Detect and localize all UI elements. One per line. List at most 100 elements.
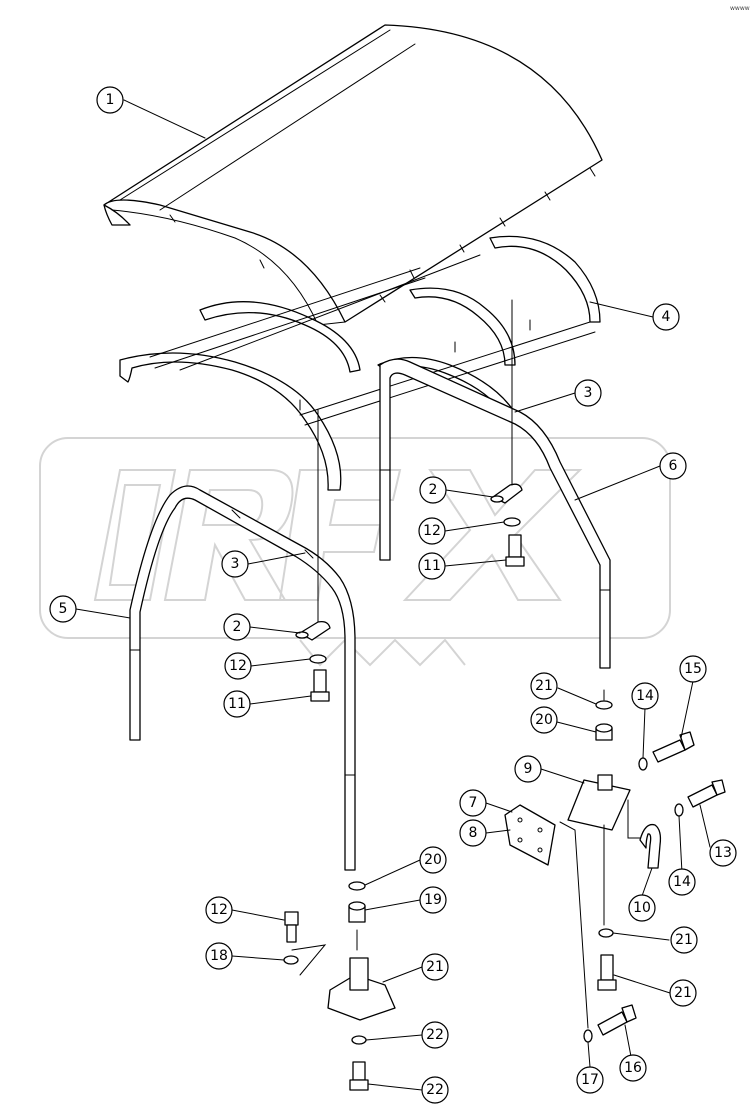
callout-21: 21: [670, 926, 698, 954]
callout-label: 11: [423, 558, 441, 574]
callout-label: 12: [210, 902, 228, 918]
callout-circle: [668, 868, 696, 896]
callout-label: 14: [673, 874, 691, 890]
callout-circle: [670, 926, 698, 954]
callout-15: 15: [679, 655, 707, 683]
callout-circle: [530, 672, 558, 700]
callout-12: 12: [224, 652, 252, 680]
callout-3: 3: [221, 550, 249, 578]
callout-label: 1: [106, 92, 115, 108]
callout-17: 17: [576, 1066, 604, 1094]
callout-label: 21: [426, 959, 444, 975]
callout-circle: [574, 379, 602, 407]
callout-label: 15: [684, 661, 702, 677]
callout-label: 21: [674, 985, 692, 1001]
callout-label: 9: [524, 761, 533, 777]
callout-circle: [709, 839, 737, 867]
callout-16: 16: [619, 1054, 647, 1082]
callout-circle: [514, 755, 542, 783]
callout-label: 3: [231, 556, 240, 572]
callout-label: 11: [228, 696, 246, 712]
callout-20: 20: [419, 846, 447, 874]
callout-circle: [619, 1054, 647, 1082]
callout-circle: [419, 846, 447, 874]
callout-14: 14: [631, 682, 659, 710]
callout-6: 6: [659, 452, 687, 480]
callout-2: 2: [223, 613, 251, 641]
callout-label: 21: [535, 678, 553, 694]
front-tube-frame: [129, 485, 356, 871]
callout-label: 12: [423, 523, 441, 539]
callout-label: 14: [636, 688, 654, 704]
callout-22: 22: [421, 1076, 449, 1104]
callout-20: 20: [530, 706, 558, 734]
callout-label: 5: [59, 601, 68, 617]
callout-label: 3: [584, 385, 593, 401]
callout-circle: [669, 979, 697, 1007]
callout-circle: [459, 819, 487, 847]
callout-circle: [419, 476, 447, 504]
callout-circle: [223, 690, 251, 718]
callout-label: 4: [662, 309, 671, 325]
callout-18: 18: [205, 942, 233, 970]
callout-circle: [459, 789, 487, 817]
callout-circle: [49, 595, 77, 623]
callout-14: 14: [668, 868, 696, 896]
callout-circle: [223, 613, 251, 641]
callout-circle: [421, 1076, 449, 1104]
callout-11: 11: [418, 552, 446, 580]
callout-label: 20: [535, 712, 553, 728]
callout-5: 5: [49, 595, 77, 623]
callout-label: 7: [469, 795, 478, 811]
callout-13: 13: [709, 839, 737, 867]
callout-10: 10: [628, 894, 656, 922]
callout-19: 19: [419, 886, 447, 914]
callout-circle: [628, 894, 656, 922]
callout-label: 16: [624, 1060, 642, 1076]
hardware: [283, 483, 726, 1091]
callout-circle: [421, 953, 449, 981]
callout-label: 13: [714, 845, 732, 861]
callout-8: 8: [459, 819, 487, 847]
callout-circle: [221, 550, 249, 578]
rear-tube-frame: [379, 358, 611, 669]
callout-label: 22: [426, 1082, 444, 1098]
callout-3: 3: [574, 379, 602, 407]
callout-circle: [576, 1066, 604, 1094]
canopy-roof: [103, 24, 603, 326]
callout-11: 11: [223, 690, 251, 718]
callout-label: 12: [229, 658, 247, 674]
corner-mark: wwww: [730, 5, 750, 12]
callout-label: 10: [633, 900, 651, 916]
callout-circle: [631, 682, 659, 710]
callout-label: 2: [233, 619, 242, 635]
callout-circle: [659, 452, 687, 480]
callout-label: 8: [469, 825, 478, 841]
callout-circle: [205, 942, 233, 970]
callout-label: 6: [669, 458, 678, 474]
callout-circle: [96, 86, 124, 114]
callout-21: 21: [669, 979, 697, 1007]
callout-12: 12: [205, 896, 233, 924]
callout-22: 22: [421, 1021, 449, 1049]
callout-1: 1: [96, 86, 124, 114]
callout-4: 4: [652, 303, 680, 331]
callout-circle: [421, 1021, 449, 1049]
callout-circle: [530, 706, 558, 734]
callout-circle: [224, 652, 252, 680]
callout-label: 22: [426, 1027, 444, 1043]
callout-label: 20: [424, 852, 442, 868]
callout-label: 2: [429, 482, 438, 498]
callout-21: 21: [530, 672, 558, 700]
callout-bubbles: 1436212113521211211415209781314102120191…: [49, 86, 737, 1104]
callout-label: 17: [581, 1072, 599, 1088]
callout-circle: [205, 896, 233, 924]
callout-7: 7: [459, 789, 487, 817]
callout-12: 12: [418, 517, 446, 545]
leader-lines: [75, 99, 711, 1091]
callout-21: 21: [421, 953, 449, 981]
callout-label: 18: [210, 948, 228, 964]
callout-circle: [418, 517, 446, 545]
callout-9: 9: [514, 755, 542, 783]
